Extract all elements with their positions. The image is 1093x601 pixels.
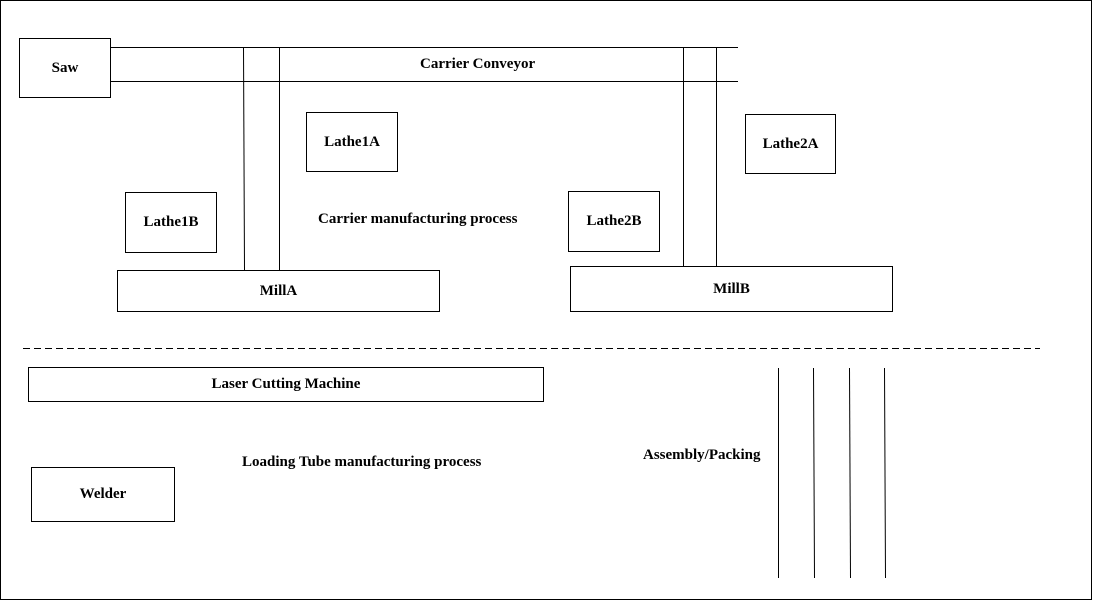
millb-station: MillB [570,266,893,312]
carrier-process-label: Carrier manufacturing process [318,211,518,227]
lathe2b-station: Lathe2B [568,191,660,252]
welder-station: Welder [31,467,175,522]
conveyor-label: Carrier Conveyor [420,56,536,72]
assembly-line-3 [849,367,851,579]
lathe1a-station: Lathe1A [306,112,398,172]
assembly-label: Assembly/Packing [643,447,761,463]
assembly-line-4 [884,367,886,579]
lathe2a-station: Lathe2A [745,114,836,174]
laser-cutting-station: Laser Cutting Machine [28,367,544,402]
assembly-line-2 [813,367,815,579]
saw-station: Saw [19,38,111,98]
tube-process-label: Loading Tube manufacturing process [242,454,482,470]
branch-a-left [243,46,245,271]
milla-station: MillA [117,270,440,312]
lathe1b-station: Lathe1B [125,192,217,253]
